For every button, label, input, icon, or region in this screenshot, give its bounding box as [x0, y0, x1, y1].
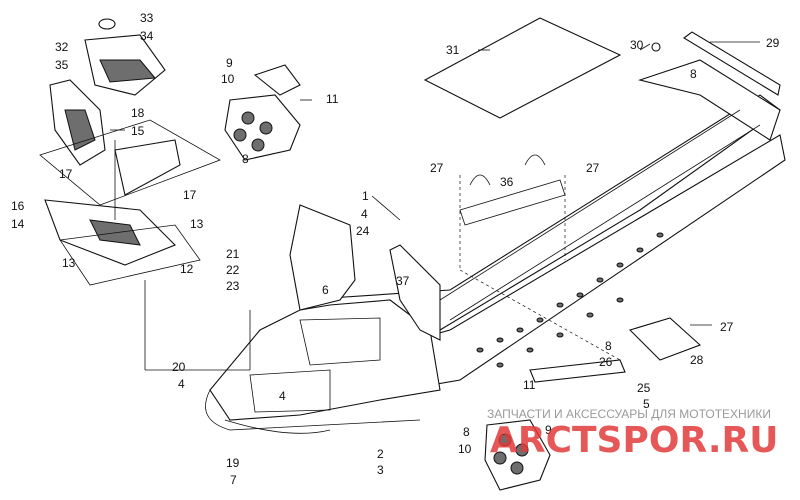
- bracket-28: [628, 317, 702, 361]
- mount-bracket-upper: [224, 64, 301, 161]
- callout-1: 1: [362, 189, 369, 203]
- tunnel-holes: [476, 232, 664, 368]
- callout-27: 27: [720, 320, 734, 334]
- callout-32: 32: [55, 40, 69, 54]
- callout-36: 36: [500, 175, 514, 189]
- callout-10: 10: [458, 442, 472, 456]
- callout-8: 8: [242, 152, 249, 166]
- callout-27: 27: [586, 161, 600, 175]
- callout-8: 8: [463, 425, 470, 439]
- knob-33: [98, 18, 116, 30]
- callout-26: 26: [599, 355, 613, 369]
- tunnel-rear: [638, 59, 781, 141]
- callout-11: 11: [523, 378, 536, 392]
- callout-25: 25: [637, 381, 651, 395]
- callout-15: 15: [131, 124, 145, 138]
- top-cover-assembly: [84, 18, 166, 96]
- callout-3: 3: [377, 463, 384, 477]
- chassis-frame: [205, 59, 786, 434]
- watermark: ЗАПЧАСТИ И АКСЕССУАРЫ ДЛЯ МОТОТЕХНИКИ AR…: [487, 407, 779, 461]
- callout-21: 21: [226, 247, 240, 261]
- callout-12: 12: [180, 262, 194, 276]
- plate-31: [423, 17, 622, 119]
- handle-36: [469, 154, 546, 186]
- steering-bracket-group: [39, 79, 221, 286]
- bolt-30: [651, 42, 661, 52]
- callout-labels: 1 2 3 4 4 4 5 6 7 8 8 8 8 9 9 10 10 11 1…: [11, 11, 780, 487]
- callout-22: 22: [226, 263, 240, 277]
- callout-34: 34: [140, 29, 154, 43]
- callout-23: 23: [226, 279, 240, 293]
- watermark-subtitle: ЗАПЧАСТИ И АКСЕССУАРЫ ДЛЯ МОТОТЕХНИКИ: [487, 407, 771, 421]
- callout-4: 4: [361, 207, 368, 221]
- callout-4: 4: [279, 389, 286, 403]
- mount-bracket-lower: [484, 419, 551, 491]
- callout-37: 37: [396, 274, 410, 288]
- bracket-26: [529, 359, 626, 383]
- callout-4: 4: [178, 377, 185, 391]
- bulkhead-upper-left: [289, 204, 356, 311]
- callout-16: 16: [11, 199, 25, 213]
- callout-20: 20: [172, 360, 186, 374]
- callout-2: 2: [377, 447, 384, 461]
- callout-5: 5: [643, 397, 650, 411]
- callout-8: 8: [690, 67, 697, 81]
- callout-13: 13: [62, 256, 76, 270]
- callout-33: 33: [140, 11, 154, 25]
- callout-8: 8: [605, 339, 612, 353]
- bulkhead: [209, 299, 441, 421]
- callout-17: 17: [59, 167, 73, 181]
- leader-lines: [110, 41, 760, 371]
- bracket-17: [114, 139, 181, 196]
- callout-7: 7: [230, 473, 237, 487]
- callout-9: 9: [545, 423, 552, 437]
- callout-14: 14: [11, 217, 25, 231]
- callout-27: 27: [430, 161, 444, 175]
- callout-31: 31: [446, 43, 460, 57]
- callout-29: 29: [766, 36, 780, 50]
- callout-6: 6: [322, 283, 329, 297]
- callout-9: 9: [226, 56, 233, 70]
- watermark-brand: ARCTSPOR.RU: [490, 420, 779, 461]
- callout-35: 35: [55, 58, 69, 72]
- callout-19: 19: [226, 456, 240, 470]
- callout-24: 24: [356, 224, 370, 238]
- callout-30: 30: [630, 38, 644, 52]
- callout-18: 18: [131, 106, 145, 120]
- bulkhead-upper-right: [389, 244, 441, 341]
- callout-17: 17: [183, 188, 197, 202]
- rear-bar-29: [683, 31, 781, 96]
- callout-28: 28: [690, 353, 704, 367]
- callout-13: 13: [190, 217, 204, 231]
- callout-10: 10: [221, 72, 235, 86]
- callout-11: 11: [326, 92, 339, 106]
